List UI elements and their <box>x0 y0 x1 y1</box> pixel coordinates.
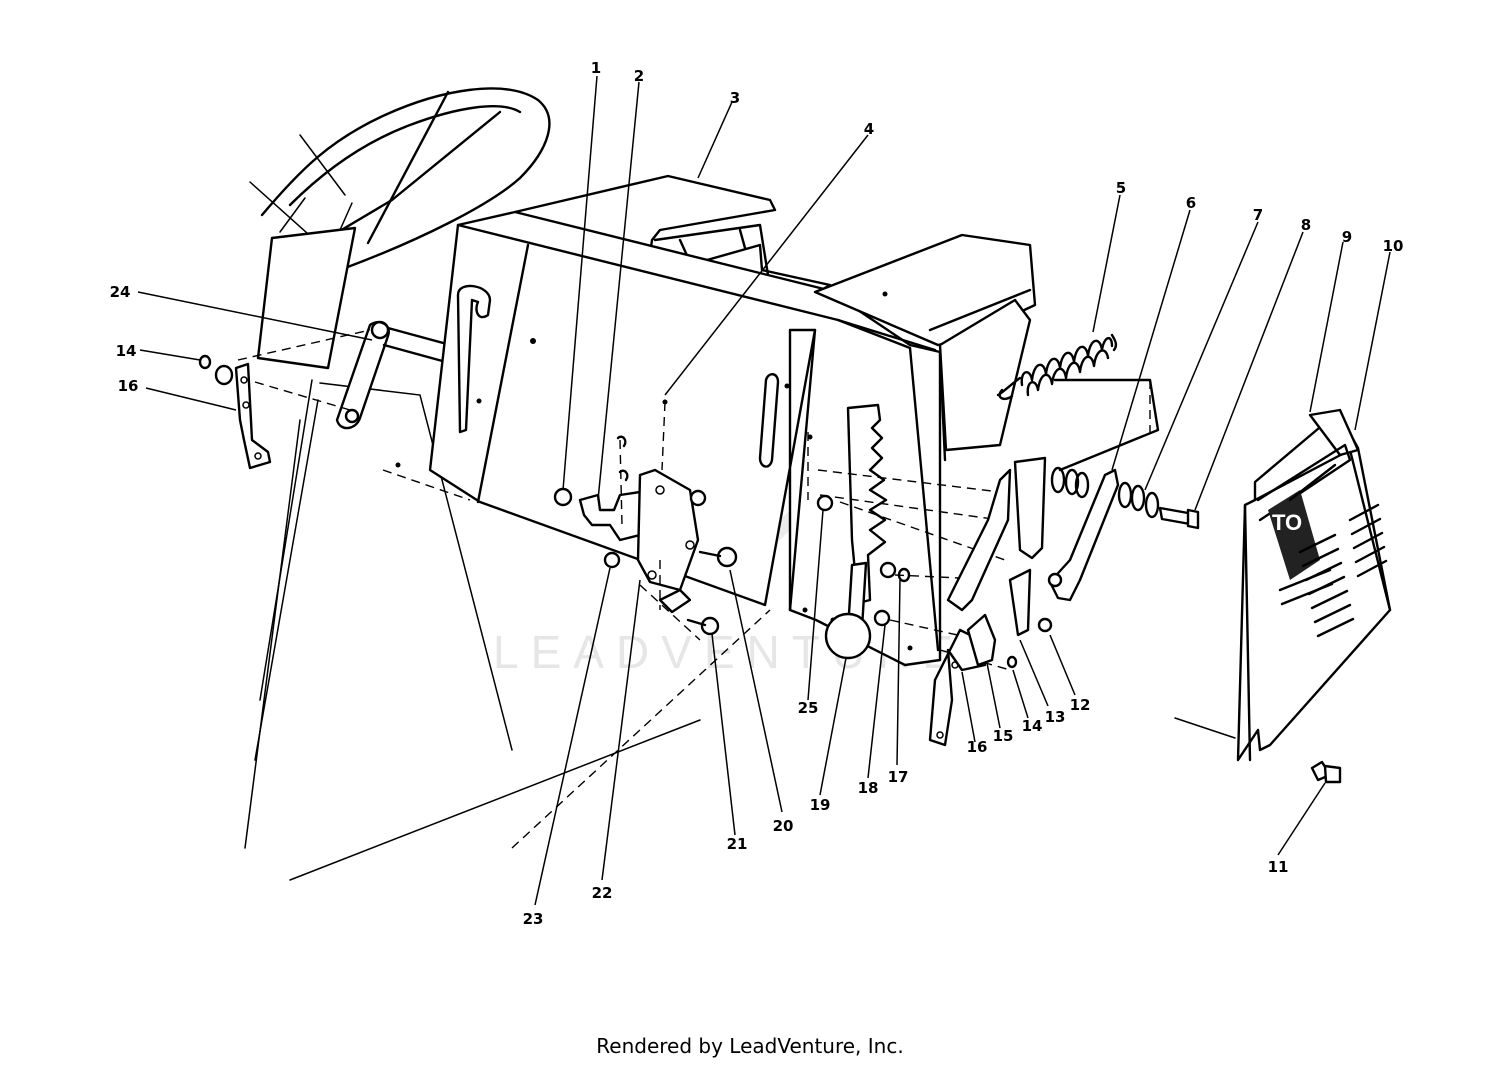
callout-1: 1 <box>591 59 601 77</box>
callout-4: 4 <box>864 120 874 138</box>
callout-10: 10 <box>1383 237 1404 255</box>
callout-6: 6 <box>1186 194 1196 212</box>
callout-14-right: 14 <box>1022 717 1043 735</box>
callout-24: 24 <box>110 283 131 301</box>
callout-23: 23 <box>523 910 544 928</box>
callout-25: 25 <box>798 699 819 717</box>
bracket-16-left <box>198 354 272 470</box>
callout-8: 8 <box>1301 216 1311 234</box>
callout-17: 17 <box>888 768 909 786</box>
callout-21: 21 <box>727 835 748 853</box>
callout-22: 22 <box>592 884 613 902</box>
svg-text:TO: TO <box>1272 510 1302 535</box>
right-shaft-arm-6 <box>1047 466 1200 602</box>
callout-18: 18 <box>858 779 879 797</box>
callout-11: 11 <box>1268 858 1289 876</box>
callout-3: 3 <box>730 89 740 107</box>
dash-panel <box>428 174 1160 667</box>
leader-lines <box>137 75 1391 906</box>
callout-20: 20 <box>773 817 794 835</box>
callout-7: 7 <box>1253 206 1263 224</box>
side-cover-9: TO <box>1174 408 1392 784</box>
lift-lever-19 <box>816 469 1011 671</box>
callout-13: 13 <box>1045 708 1066 726</box>
callout-16-right: 16 <box>967 738 988 756</box>
footer-credit: Rendered by LeadVenture, Inc. <box>596 1034 904 1058</box>
callout-19: 19 <box>810 796 831 814</box>
callout-15: 15 <box>993 727 1014 745</box>
callout-12: 12 <box>1070 696 1091 714</box>
callout-16-left: 16 <box>118 377 139 395</box>
right-brackets <box>928 333 1118 747</box>
callout-labels: 1 2 3 4 5 6 7 8 9 10 11 12 13 14 14 15 1… <box>110 59 1404 928</box>
callout-5: 5 <box>1116 179 1126 197</box>
center-linkage <box>553 435 738 641</box>
callout-14-left: 14 <box>116 342 137 360</box>
panel-slots <box>395 284 913 651</box>
callout-2: 2 <box>634 67 644 85</box>
callout-9: 9 <box>1342 228 1352 246</box>
fender-outline <box>244 379 701 881</box>
